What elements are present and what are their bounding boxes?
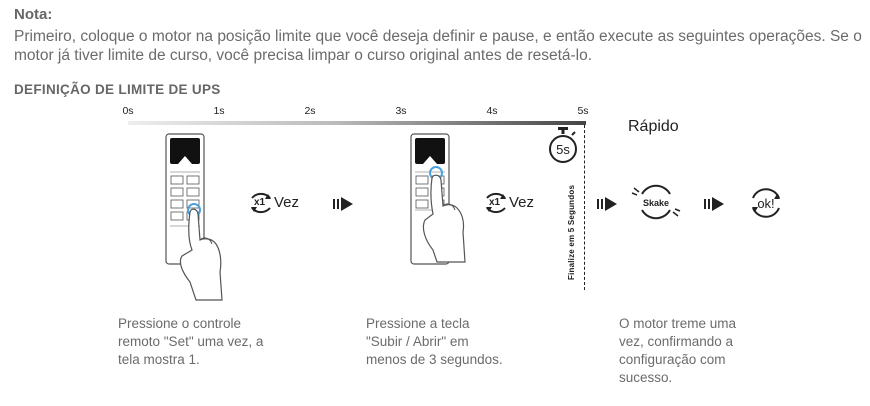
tick-0s: 0s (122, 105, 134, 117)
ok-icon: ok! (748, 186, 784, 220)
caption-line: menos de 3 segundos. (366, 352, 503, 367)
remote-control-2 (405, 132, 475, 302)
caption-line: "Subir / Abrir" em (366, 334, 469, 349)
stopwatch-label: 5s (556, 142, 570, 157)
stopwatch-icon: 5s (546, 126, 580, 164)
section-title: DEFINIÇÃO DE LIMITE DE UPS (14, 82, 221, 97)
note-title: Nota: (14, 6, 53, 23)
caption-line: vez, confirmando a (619, 334, 734, 349)
tick-1s: 1s (213, 105, 225, 117)
tick-2s: 2s (304, 105, 316, 117)
caption-line: configuração com (619, 352, 726, 367)
tick-5s: 5s (577, 105, 589, 117)
press-count: x1 (489, 197, 501, 208)
ok-label: ok! (757, 196, 774, 211)
shake-icon: Skake (631, 180, 681, 224)
arrow-right-icon (333, 197, 353, 216)
note-text: Primeiro, coloque o motor na posição lim… (14, 28, 862, 64)
press-unit: Vez (274, 194, 300, 211)
tick-3s: 3s (395, 105, 407, 117)
caption-step3: O motor treme uma vez, confirmando a con… (619, 315, 736, 387)
press-once-indicator-2: x1 Vez (481, 188, 541, 218)
caption-line: O motor treme uma (619, 316, 737, 331)
caption-line: remoto "Set" uma vez, a (118, 334, 264, 349)
caption-line: Pressione a tecla (366, 316, 470, 331)
press-count: x1 (254, 197, 266, 208)
circular-arrows-icon (486, 192, 506, 214)
press-once-indicator-1: x1 Vez (246, 188, 306, 218)
shake-label: Skake (643, 198, 669, 208)
arrow-right-icon (704, 197, 724, 216)
caption-line: tela mostra 1. (118, 352, 200, 367)
caption-line: Pressione o controle (118, 316, 242, 331)
circular-arrows-icon (251, 192, 271, 214)
finish-dashed-line (584, 125, 585, 290)
tick-4s: 4s (486, 105, 498, 117)
press-unit: Vez (509, 194, 535, 211)
caption-step1: Pressione o controle remoto "Set" uma ve… (118, 315, 263, 369)
finalize-label: Finalize em 5 Segundos (567, 184, 576, 280)
caption-line: sucesso. (619, 370, 673, 385)
speed-label: Rápido (628, 118, 679, 135)
timeline-bar (128, 121, 586, 125)
caption-step2: Pressione a tecla "Subir / Abrir" em men… (366, 315, 503, 369)
arrow-right-icon (597, 197, 617, 216)
remote-control-1 (160, 132, 230, 302)
